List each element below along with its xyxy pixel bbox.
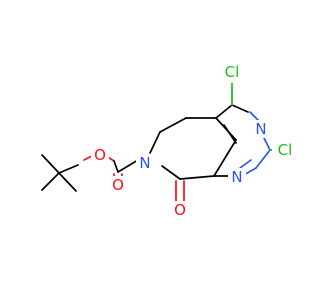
- mask-n-upper: [252, 120, 270, 138]
- bonds: [41, 80, 288, 204]
- nitrogen-lower-label: N: [231, 168, 242, 186]
- bond-pyr-2: [231, 104, 249, 113]
- bond-ring-7: [161, 165, 181, 180]
- bond-tbu-1: [41, 154, 60, 174]
- chemical-structure: O O N O N N Cl Cl: [41, 63, 298, 219]
- bond-carbamate-n: [117, 159, 139, 173]
- mask-cl-right: [272, 140, 298, 160]
- bond-pyr-5: [255, 149, 271, 169]
- bond-pyr-1: [215, 104, 233, 119]
- mask-o-ester: [91, 146, 109, 164]
- mask-cl-top: [219, 63, 245, 83]
- bond-pyr-inner-2: [239, 159, 252, 169]
- bond-ring-6: [179, 175, 215, 180]
- mask-n-lower: [228, 168, 246, 186]
- nitrogen-upper-label: N: [255, 120, 266, 138]
- oxygen-carbamate-label: O: [112, 176, 124, 194]
- bond-pyr-4: [262, 135, 271, 151]
- bond-ring-5: [213, 139, 237, 177]
- bond-ring-1: [149, 131, 161, 154]
- oxygen-ester-label: O: [94, 146, 106, 164]
- bond-pyr-inner-1: [223, 124, 237, 144]
- bond-tbu-3: [58, 172, 77, 192]
- bond-ring-2: [159, 117, 187, 133]
- mask-o-carbamate: [109, 176, 127, 194]
- bond-tbu-4: [58, 164, 79, 174]
- bond-tbu-2: [41, 172, 60, 191]
- chlorine-right-label: Cl: [278, 141, 293, 159]
- oxygen-lactam-label: O: [174, 201, 186, 219]
- nitrogen-ring-label: N: [139, 154, 150, 172]
- bond-pyr-3: [249, 111, 260, 122]
- atom-labels: O O N O N N Cl Cl: [91, 63, 298, 219]
- bond-carbamate-c-left: [113, 160, 119, 173]
- chlorine-top-label: Cl: [225, 63, 240, 81]
- mask-n-ring: [136, 154, 154, 172]
- mask-o-lactam: [171, 201, 189, 219]
